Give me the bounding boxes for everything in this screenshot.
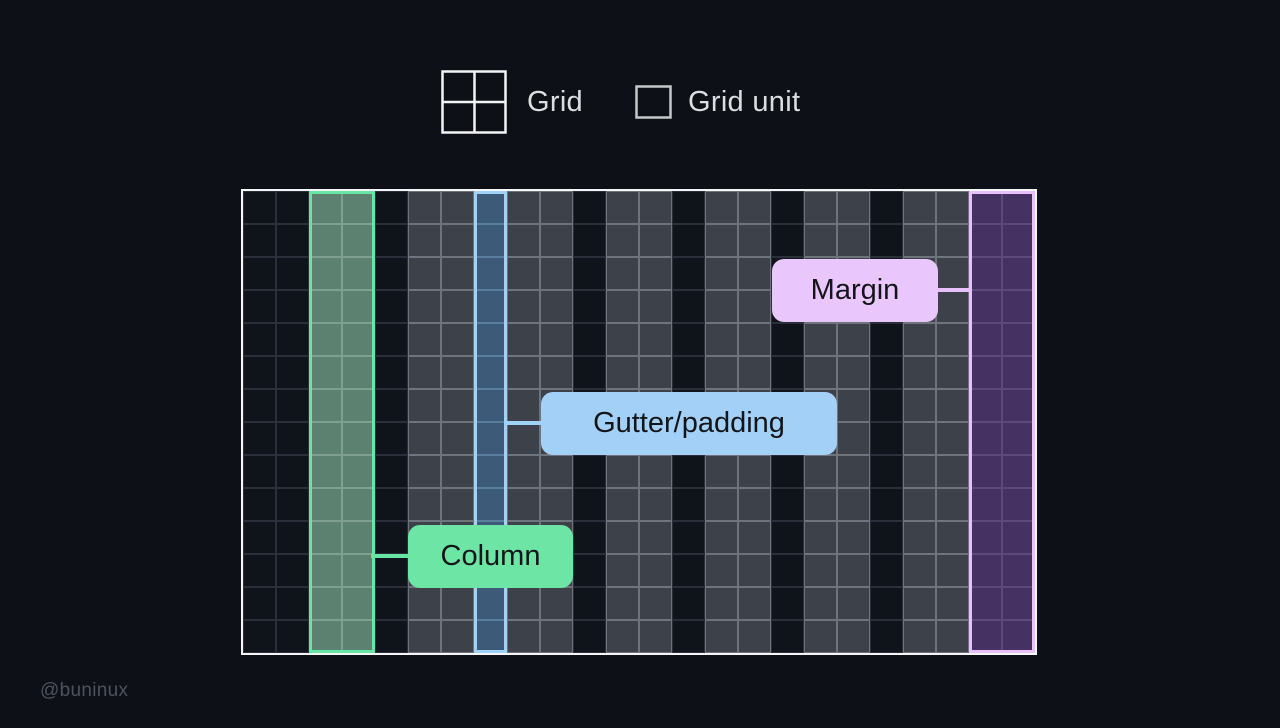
column-connector-line (371, 554, 410, 558)
column-label: Column (408, 525, 573, 588)
margin-connector-line (936, 288, 972, 292)
grid-2x2-icon (441, 70, 507, 134)
legend-grid-label: Grid (527, 85, 583, 118)
square-icon (635, 85, 672, 119)
gutter-connector-line (505, 421, 543, 425)
legend: Grid Grid unit (441, 70, 800, 134)
stripe-gutter-1 (375, 191, 408, 653)
margin-label: Margin (772, 259, 938, 322)
legend-grid-unit-label: Grid unit (688, 85, 801, 118)
stripe-column-1-highlight (309, 191, 375, 653)
stripe-margin-left (243, 191, 309, 653)
watermark: @buninux (40, 680, 129, 701)
stripe-margin-right-highlight (969, 191, 1035, 653)
gutter-padding-label: Gutter/padding (541, 392, 837, 455)
